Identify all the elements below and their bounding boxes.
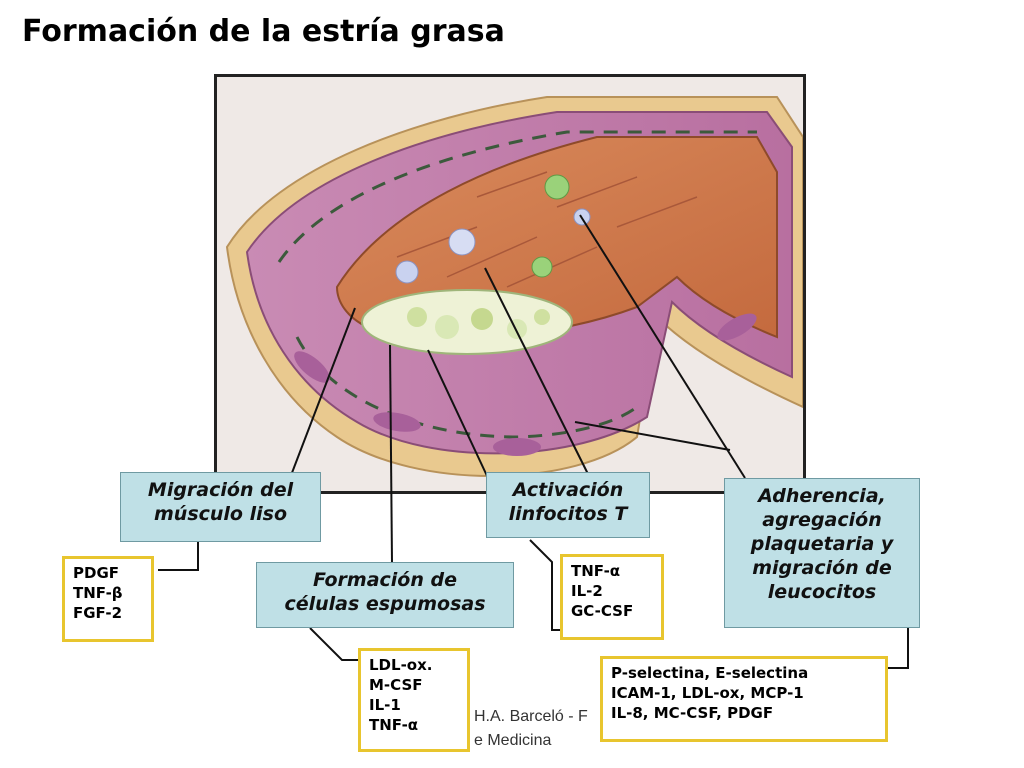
artery-illustration [214,74,806,494]
label-smooth-muscle-migration: Migración del músculo liso [120,472,321,542]
label-line: Migración del [147,479,294,501]
label-line: músculo liso [154,503,287,525]
factors-smooth-muscle: PDGF TNF-β FGF-2 [62,556,154,642]
factor-item: PDGF [73,564,120,582]
label-line: células espumosas [284,593,486,615]
factor-item: IL-1 [369,696,401,714]
factor-item: TNF-α [571,562,621,580]
factor-item: FGF-2 [73,604,123,622]
label-line: linfocitos T [508,503,628,525]
factor-item: IL-8, MC-CSF, PDGF [611,704,774,722]
label-line: migración de [752,557,892,579]
factors-adhesion: P-selectina, E-selectina ICAM-1, LDL-ox,… [600,656,888,742]
factors-tcell: TNF-α IL-2 GC-CSF [560,554,664,640]
factors-foam-cells: LDL-ox. M-CSF IL-1 TNF-α [358,648,470,752]
label-foam-cell-formation: Formación de células espumosas [256,562,514,628]
bracket-foam-cells [309,627,358,661]
factor-item: TNF-β [73,584,123,602]
factor-item: P-selectina, E-selectina [611,664,809,682]
footer-credit-line2: e Medicina [474,732,552,749]
bracket-smooth-muscle [158,542,199,571]
factor-item: M-CSF [369,676,423,694]
factor-item: IL-2 [571,582,603,600]
label-line: Formación de [312,569,457,591]
factor-item: TNF-α [369,716,419,734]
bracket-adhesion [888,628,909,669]
label-adhesion-aggregation: Adherencia, agregación plaquetaria y mig… [724,478,920,628]
label-line: agregación [762,509,882,531]
label-line: Adherencia, [758,485,886,507]
label-line: plaquetaria y [750,533,894,555]
artery-cross-section-drawing [225,96,803,477]
bracket-tcell [529,539,560,631]
label-line: leucocitos [767,581,877,603]
factor-item: GC-CSF [571,602,634,620]
label-tcell-activation: Activación linfocitos T [486,472,650,538]
factor-item: ICAM-1, LDL-ox, MCP-1 [611,684,804,702]
factor-item: LDL-ox. [369,656,433,674]
slide-title: Formación de la estría grasa [22,14,505,49]
footer-credit-line1: H.A. Barceló - F [474,708,588,725]
label-line: Activación [512,479,624,501]
